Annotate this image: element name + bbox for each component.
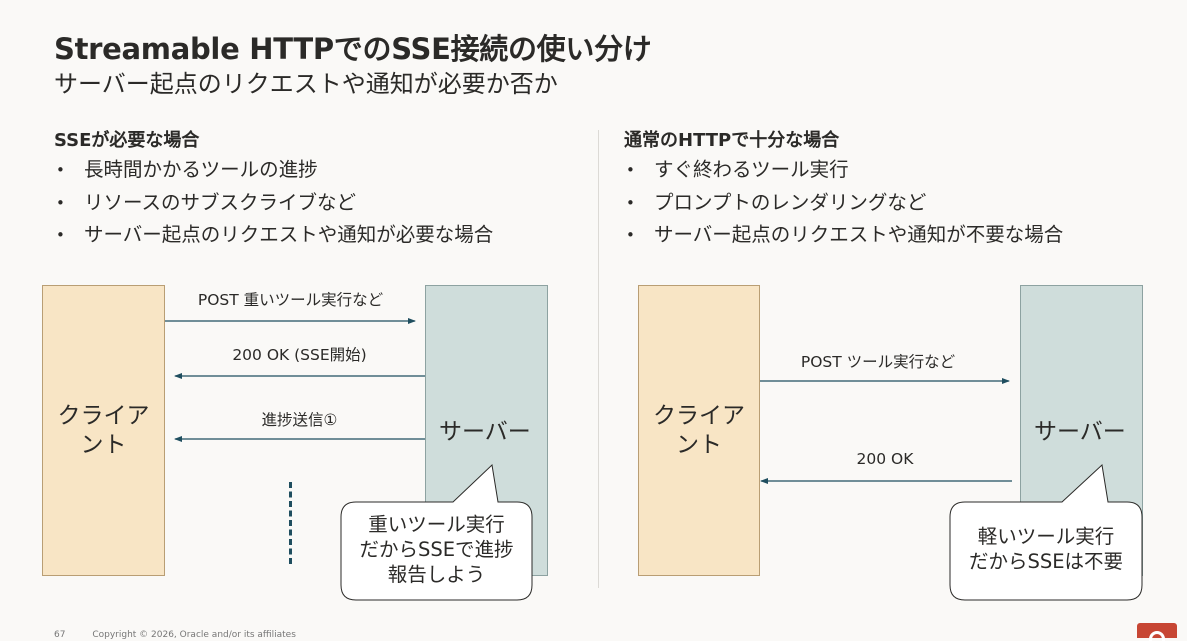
left-message-2: 200 OK (SSE開始) — [232, 346, 367, 364]
page-subtitle: サーバー起点のリクエストや通知が必要か否か — [54, 70, 558, 98]
right-bubble-text: 軽いツール実行 だからSSEは不要 — [968, 525, 1124, 573]
copyright: Copyright © 2026, Oracle and/or its affi… — [92, 630, 296, 640]
bullet-text: サーバー起点のリクエストや通知が必要な場合 — [84, 223, 494, 246]
client-label: クライア ント — [653, 402, 745, 458]
right-server-label: サーバー — [1034, 419, 1126, 445]
bullet-icon: • — [626, 226, 635, 244]
bullet-text: 長時間かかるツールの進捗 — [84, 158, 318, 181]
right-client-box: クライア ント — [638, 285, 760, 576]
list-item: • リソースのサブスクライブなど — [54, 187, 493, 220]
list-item: • すぐ終わるツール実行 — [624, 154, 1063, 187]
list-item: • サーバー起点のリクエストや通知が必要な場合 — [54, 219, 493, 252]
page-number: 67 — [54, 630, 66, 640]
left-client-box: クライア ント — [42, 285, 165, 576]
left-bullet-list: • 長時間かかるツールの進捗 • リソースのサブスクライブなど • サーバー起点のリク… — [54, 154, 493, 252]
client-label: クライア ント — [57, 402, 150, 458]
bullet-text: サーバー起点のリクエストや通知が不要な場合 — [654, 223, 1064, 246]
left-message-3: 進捗送信① — [261, 411, 338, 429]
left-bubble-text: 重いツール実行 だからSSEで進捗 報告しよう — [359, 513, 514, 586]
list-item: • サーバー起点のリクエストや通知が不要な場合 — [624, 219, 1063, 252]
right-bullet-list: • すぐ終わるツール実行 • プロンプトのレンダリングなど • サーバー起点のリクエス… — [624, 154, 1063, 252]
bullet-icon: • — [626, 193, 635, 212]
bullet-text: プロンプトのレンダリングなど — [654, 190, 927, 214]
oracle-logo-icon — [1137, 623, 1177, 641]
left-message-1: POST 重いツール実行など — [197, 291, 384, 309]
page-title: Streamable HTTPでのSSE接続の使い分け — [54, 32, 652, 66]
left-speech-bubble — [340, 463, 533, 601]
right-speech-bubble — [949, 464, 1143, 601]
bullet-icon: • — [56, 226, 65, 244]
bullet-icon: • — [626, 161, 635, 179]
bullet-text: リソースのサブスクライブなど — [84, 190, 357, 214]
list-item: • プロンプトのレンダリングなど — [624, 187, 1063, 220]
bullet-icon: • — [56, 161, 65, 179]
right-message-2: 200 OK — [856, 450, 914, 468]
left-server-label: サーバー — [439, 419, 531, 445]
right-section-heading: 通常のHTTPで十分な場合 — [624, 130, 840, 151]
footer: 67 Copyright © 2026, Oracle and/or its a… — [54, 630, 320, 640]
right-message-1: POST ツール実行など — [800, 353, 956, 371]
section-divider — [598, 130, 599, 588]
list-item: • 長時間かかるツールの進捗 — [54, 154, 493, 187]
left-section-heading: SSEが必要な場合 — [54, 130, 200, 151]
bullet-text: すぐ終わるツール実行 — [654, 158, 849, 181]
bullet-icon: • — [56, 193, 65, 212]
continuation-dashes — [289, 482, 292, 564]
